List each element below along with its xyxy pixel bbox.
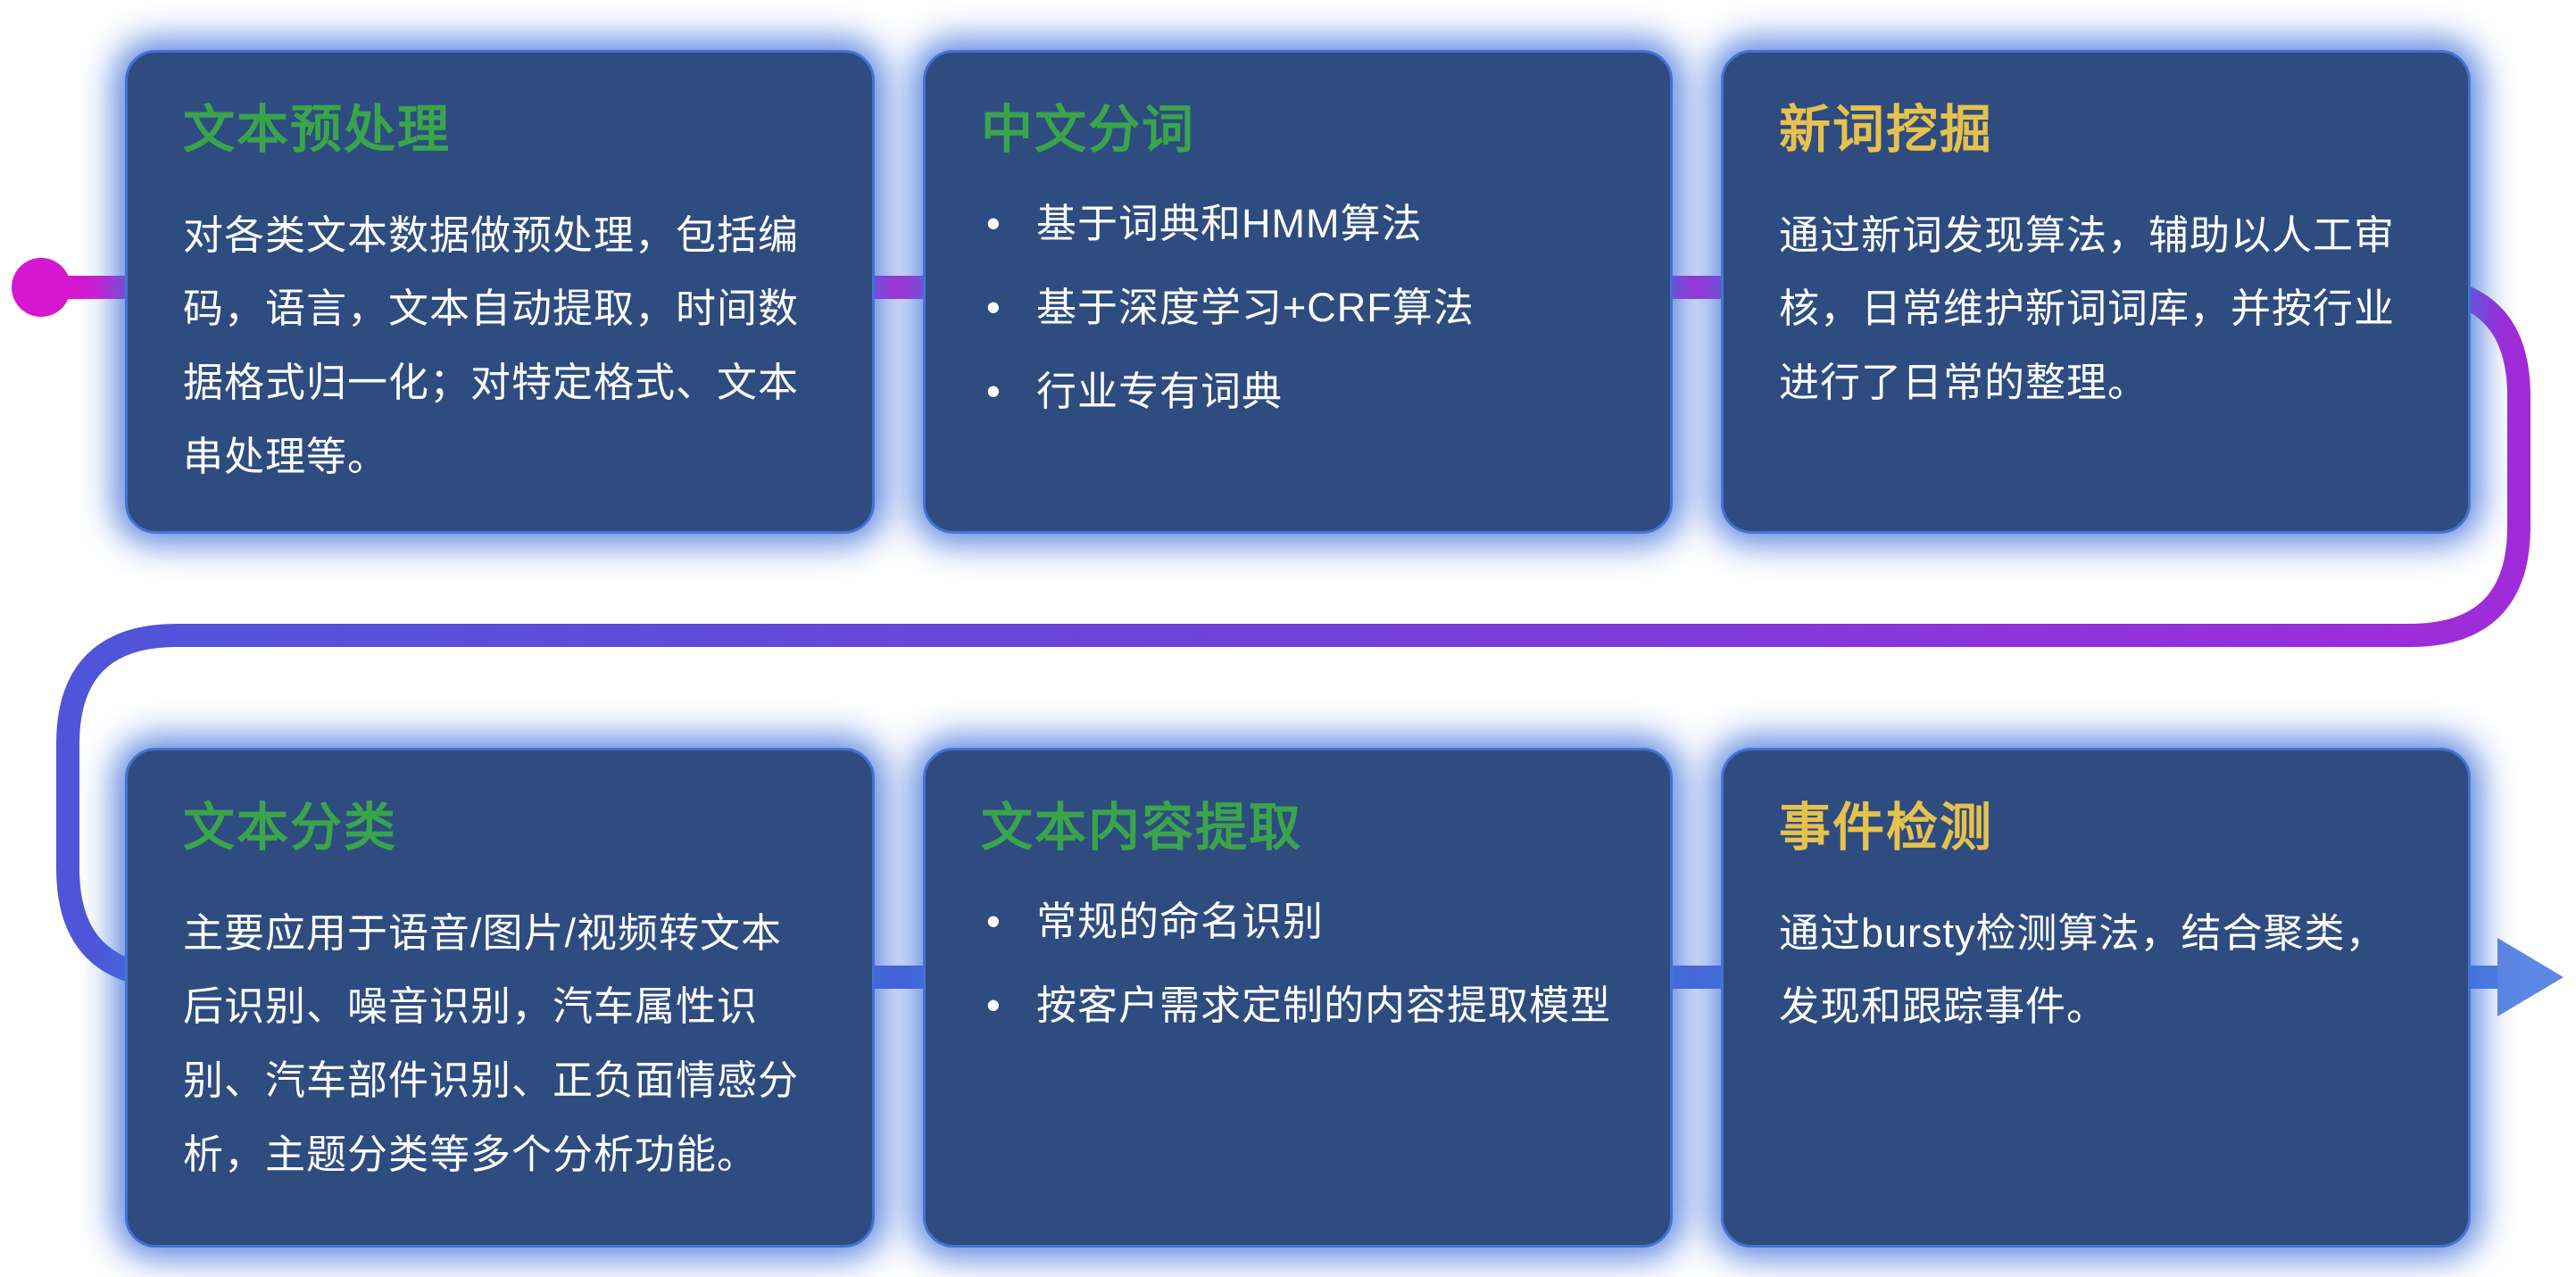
card-chinese-word-segmentation: 中文分词 基于词典和HMM算法 基于深度学习+CRF算法 行业专有词典 (923, 50, 1673, 534)
bullet-item: 基于词典和HMM算法 (981, 199, 1615, 250)
flow-arrow-icon (2497, 938, 2564, 1016)
card-text-content-extraction: 文本内容提取 常规的命名识别 按客户需求定制的内容提取模型 (923, 748, 1673, 1248)
card-body: 主要应用于语音/图片/视频转文本后识别、噪音识别，汽车属性识别、汽车部件识别、正… (183, 909, 800, 1177)
bullet-item: 行业专有词典 (981, 367, 1615, 418)
card-bullet-list: 常规的命名识别 按客户需求定制的内容提取模型 (981, 897, 1615, 1032)
bullet-item: 常规的命名识别 (981, 897, 1615, 948)
card-title: 中文分词 (981, 101, 1196, 159)
bullet-item: 按客户需求定制的内容提取模型 (981, 981, 1615, 1032)
card-body: 通过新词发现算法，辅助以人工审核，日常维护新词词库，并按行业进行了日常的整理。 (1779, 211, 2396, 406)
flow-line-middle-segment (56, 475, 2530, 808)
card-title: 文本预处理 (183, 101, 452, 159)
card-text-classification: 文本分类 主要应用于语音/图片/视频转文本后识别、噪音识别，汽车属性识别、汽车部… (125, 748, 875, 1248)
bullet-item: 基于深度学习+CRF算法 (981, 283, 1615, 334)
card-body: 通过bursty检测算法，结合聚类，发现和跟踪事件。 (1779, 909, 2387, 1030)
card-title: 文本内容提取 (981, 799, 1303, 857)
card-bullet-list: 基于词典和HMM算法 基于深度学习+CRF算法 行业专有词典 (981, 199, 1615, 418)
card-text-preprocessing: 文本预处理 对各类文本数据做预处理，包括编码，语言，文本自动提取，时间数据格式归… (125, 50, 875, 534)
card-new-word-mining: 新词挖掘 通过新词发现算法，辅助以人工审核，日常维护新词词库，并按行业进行了日常… (1721, 50, 2471, 534)
card-title: 文本分类 (183, 799, 398, 857)
card-title: 事件检测 (1779, 799, 1994, 857)
card-title: 新词挖掘 (1779, 101, 1994, 159)
card-event-detection: 事件检测 通过bursty检测算法，结合聚类，发现和跟踪事件。 (1721, 748, 2471, 1248)
card-body: 对各类文本数据做预处理，包括编码，语言，文本自动提取，时间数据格式归一化；对特定… (183, 211, 800, 479)
